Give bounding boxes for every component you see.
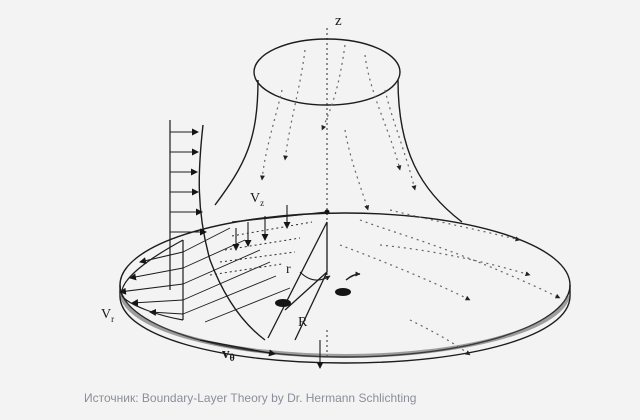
disk-streamlines: [339, 209, 561, 356]
vz-label: Vz: [250, 191, 264, 208]
r-label: r: [286, 262, 291, 277]
axial-velocity-profile: [169, 120, 266, 341]
R-label: R: [298, 315, 308, 330]
rotating-disk: [119, 212, 571, 364]
vtheta-label: vθ: [222, 346, 235, 364]
funnel-streamlines: [259, 44, 417, 211]
vr-label-sub: r: [111, 314, 114, 324]
z-axis-label: z: [335, 13, 342, 29]
vz-label-sub: z: [260, 198, 264, 208]
radius-lines: [267, 221, 331, 341]
inflow-funnel: [214, 38, 463, 223]
axial-inflow-arrows: [209, 205, 330, 276]
vtheta-label-sub: θ: [230, 353, 235, 364]
vz-label-main: V: [250, 191, 260, 206]
vtheta-label-main: v: [222, 346, 230, 362]
source-caption: Источник: Boundary-Layer Theory by Dr. H…: [84, 391, 417, 405]
vr-label: Vr: [101, 307, 114, 324]
vr-label-main: V: [101, 307, 111, 322]
tangential-velocity-arrows: [199, 271, 361, 369]
